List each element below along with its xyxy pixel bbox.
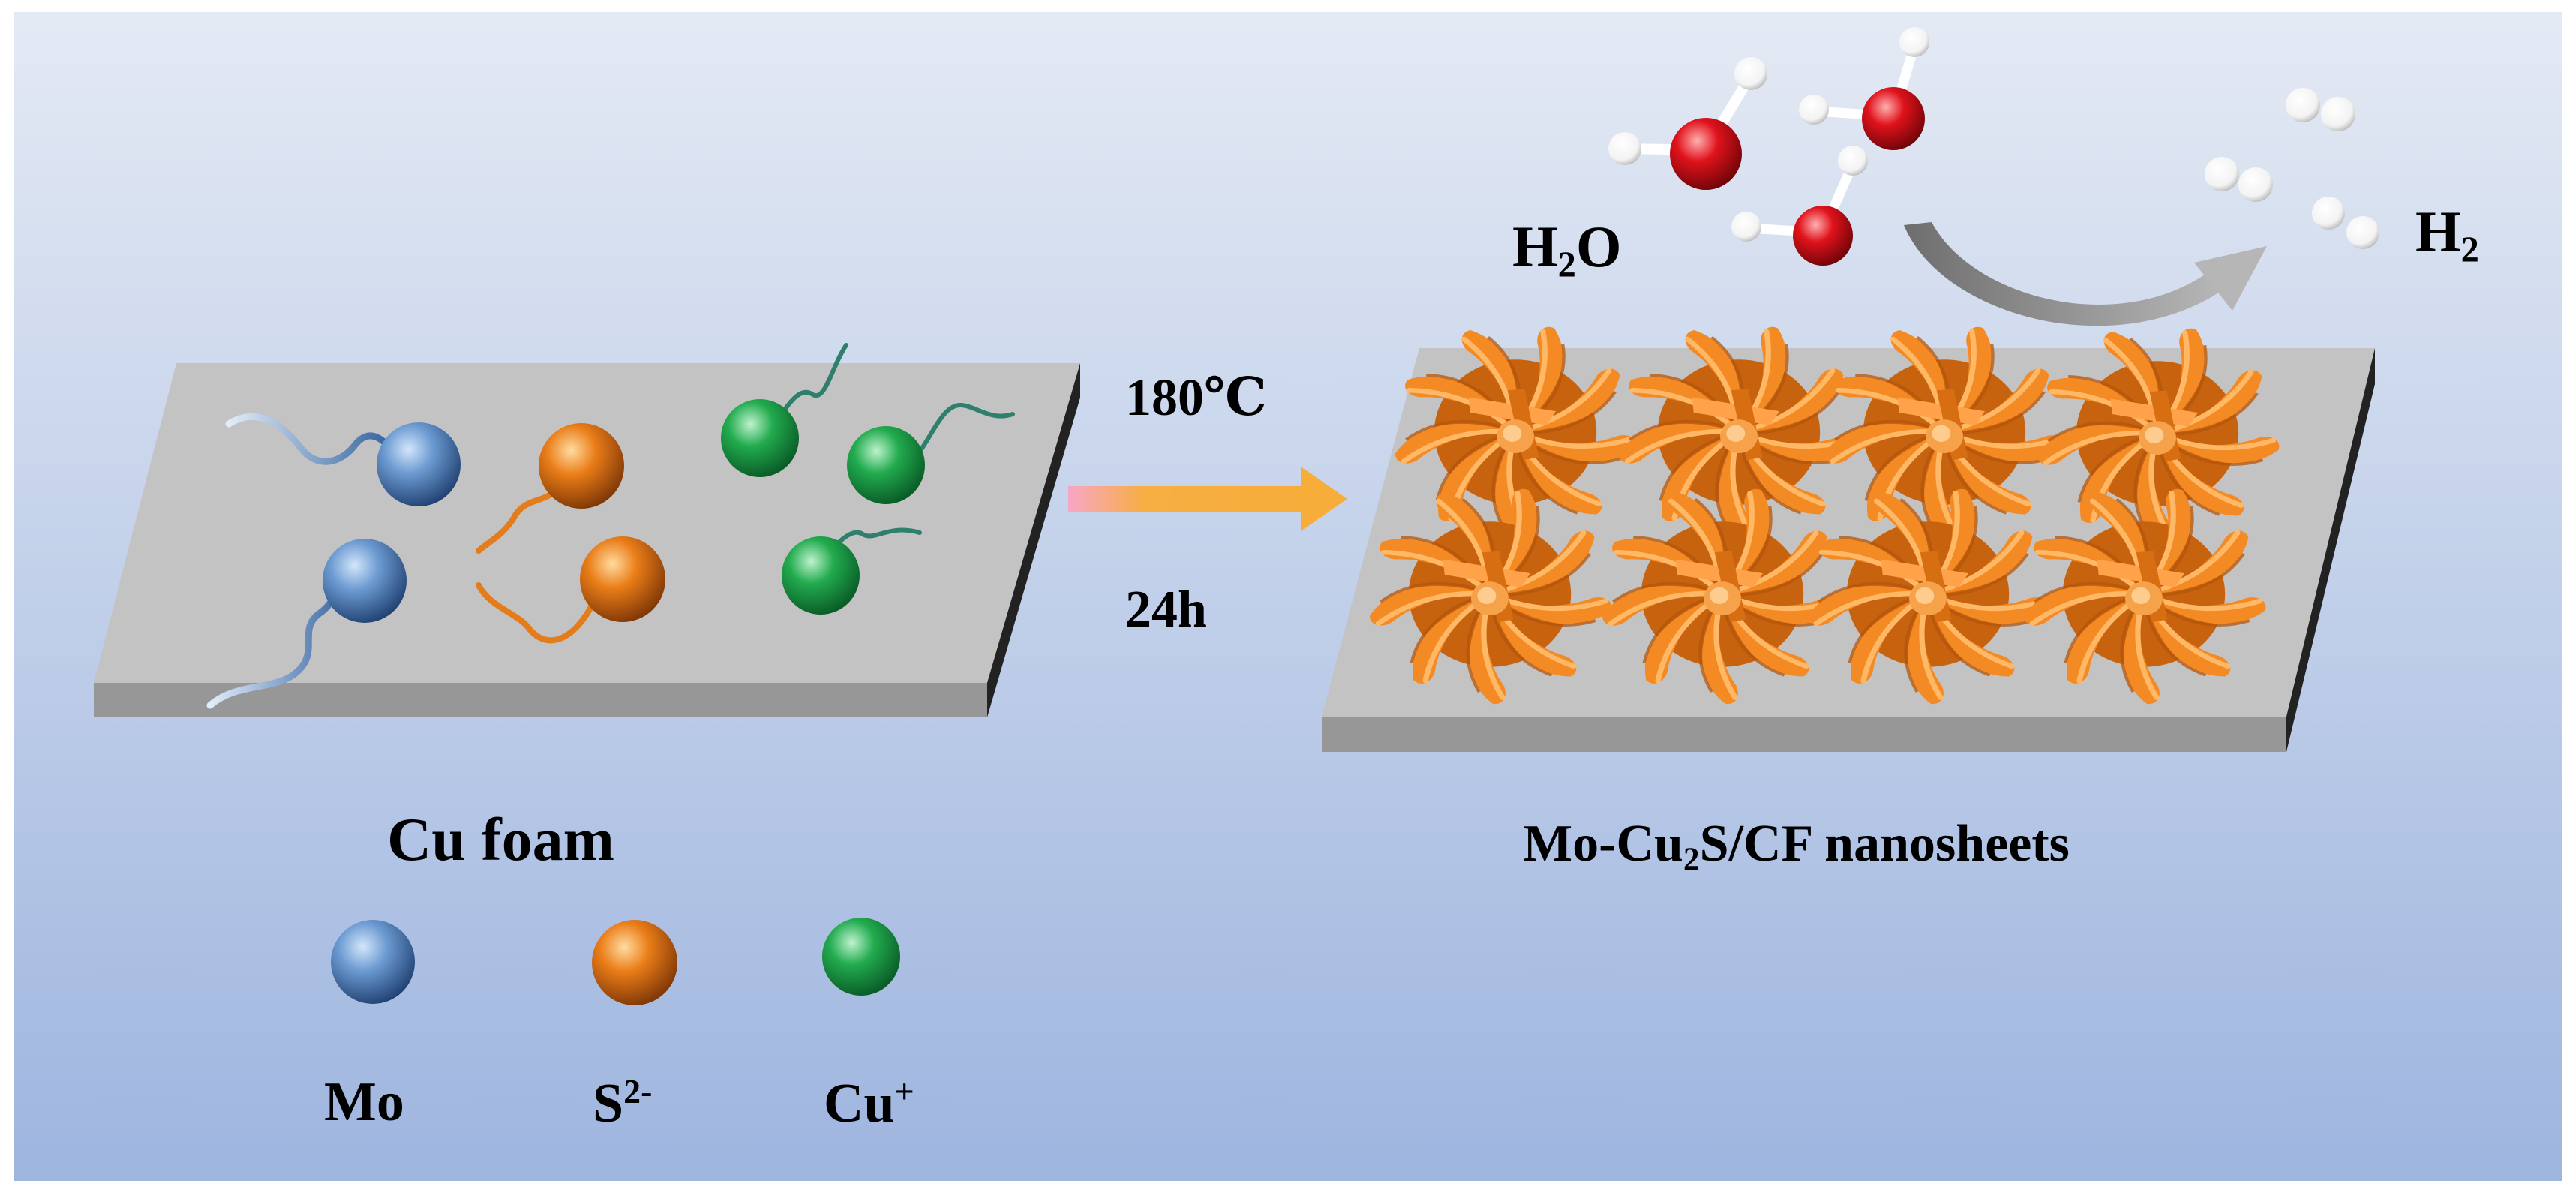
hydrogen-molecules: [2205, 88, 2379, 249]
water-molecule: [1608, 57, 1767, 190]
hydrogen-molecule: [2205, 157, 2273, 202]
h2o-label: H2O: [1512, 214, 1622, 285]
hydrogen-molecule: [2312, 197, 2379, 249]
mo-sphere: [377, 422, 461, 506]
product-label: Mo-Cu2S/CF nanosheets: [1523, 815, 2070, 878]
water-molecules: [1608, 27, 1929, 266]
legend-s-label: S2-: [593, 1072, 653, 1135]
legend-cu-label: Cu+: [824, 1072, 914, 1135]
cu-sphere: [847, 426, 925, 504]
legend-cu-sphere: [822, 918, 900, 996]
h2-label: H2: [2415, 199, 2479, 270]
s-sphere: [539, 423, 624, 509]
legend-mo-sphere: [331, 920, 415, 1004]
water-molecule: [1731, 146, 1868, 266]
s-sphere: [580, 536, 665, 622]
reaction-arrow: [1068, 467, 1347, 531]
legend-spheres: [331, 918, 900, 1005]
cu-sphere: [721, 399, 799, 477]
legend-s-sphere: [592, 920, 677, 1005]
legend-mo-label: Mo: [324, 1071, 404, 1133]
time-label: 24h: [1125, 581, 1207, 639]
cu-foam-label: Cu foam: [387, 805, 614, 873]
curved-arrow: [1904, 222, 2267, 326]
mo-sphere: [323, 539, 407, 623]
water-molecule: [1799, 27, 1929, 150]
hydrogen-molecule: [2286, 88, 2355, 131]
cu-sphere: [782, 536, 860, 615]
temperature-label: 180℃: [1125, 369, 1267, 427]
ion-spheres: [323, 399, 925, 623]
